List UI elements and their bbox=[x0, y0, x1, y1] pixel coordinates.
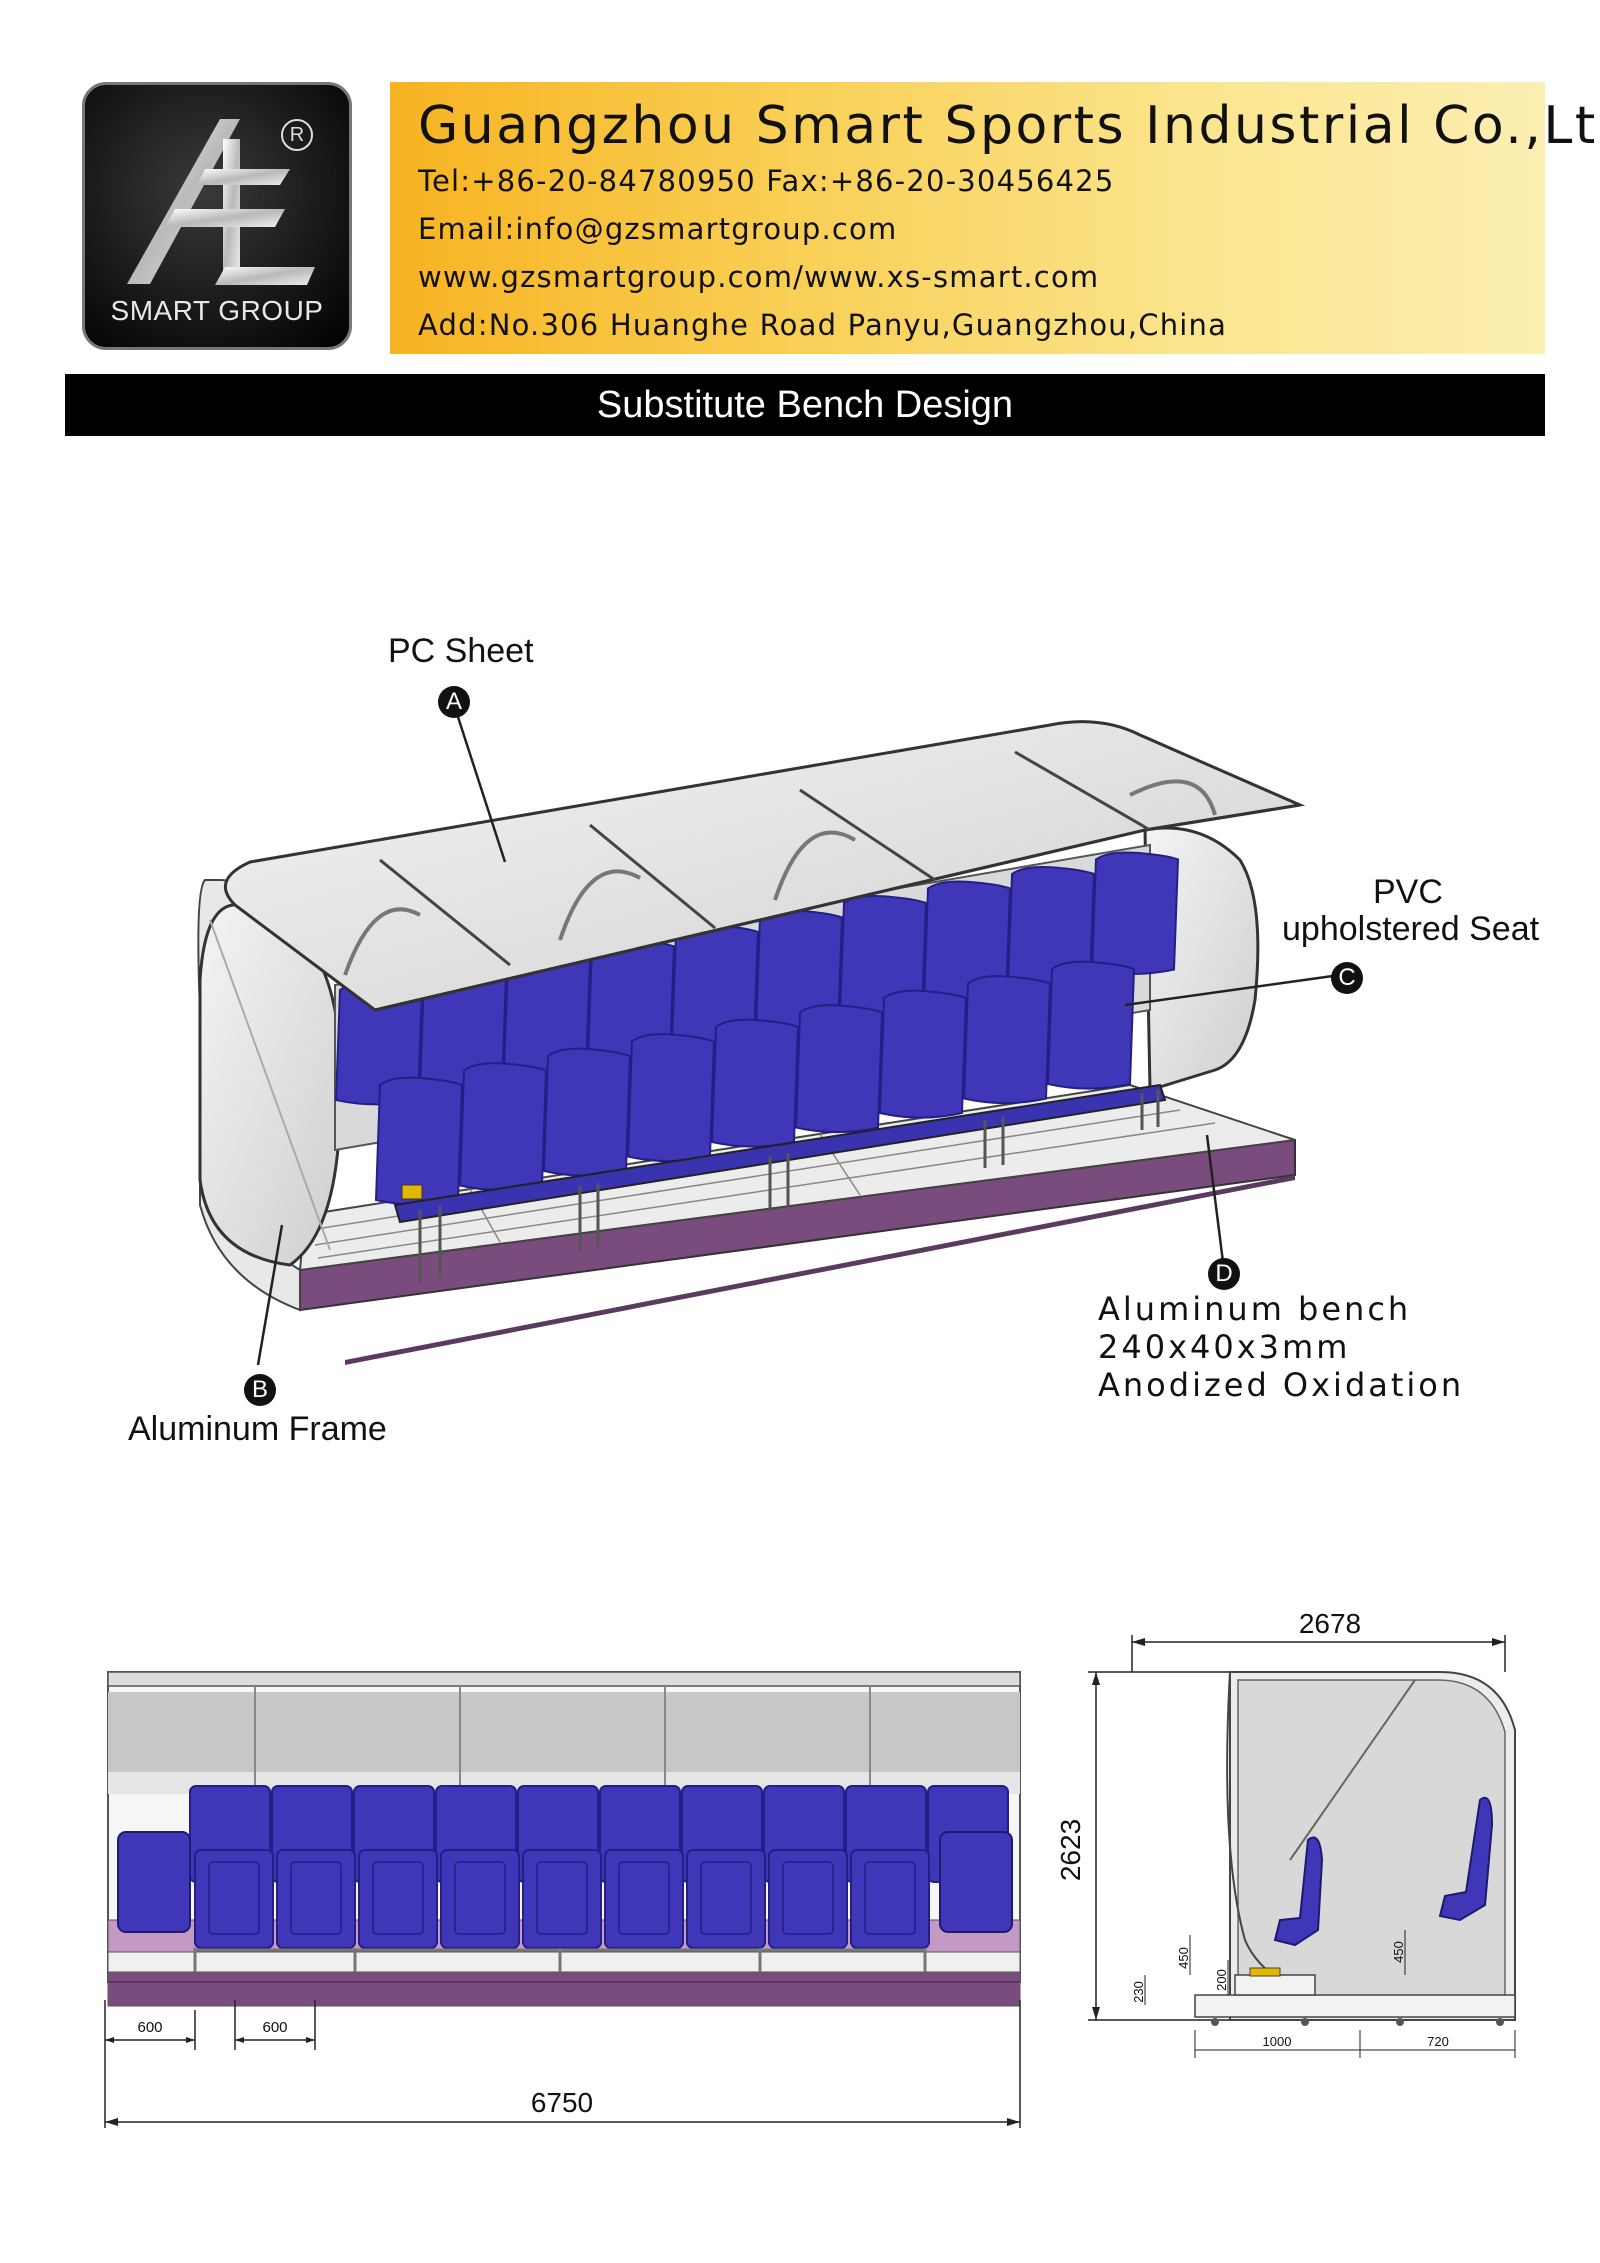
company-info-panel: Guangzhou Smart Sports Industrial Co.,Lt… bbox=[390, 82, 1600, 354]
callout-a-badge: A bbox=[438, 686, 470, 718]
company-address: Add:No.306 Huanghe Road Panyu,Guangzhou,… bbox=[418, 308, 1228, 342]
front-dim-total: 6750 bbox=[531, 2087, 593, 2118]
front-seat bbox=[522, 1849, 602, 1949]
front-seat bbox=[850, 1849, 930, 1949]
callout-d-label-1: Aluminum bench bbox=[1098, 1290, 1412, 1328]
callout-b-badge: B bbox=[244, 1374, 276, 1406]
registered-mark: R bbox=[281, 119, 313, 151]
seat-shell bbox=[1046, 960, 1136, 1090]
callout-c-label-2: upholstered Seat bbox=[1282, 910, 1540, 948]
callout-d-badge: D bbox=[1208, 1258, 1240, 1290]
side-dim-step: 200 bbox=[1214, 1969, 1229, 1991]
side-dim-height: 2623 bbox=[1060, 1819, 1086, 1881]
front-seat-panel bbox=[454, 1861, 506, 1935]
company-website: www.gzsmartgroup.com/www.xs-smart.com bbox=[418, 260, 1100, 294]
callout-d-label-2: 240x40x3mm bbox=[1098, 1328, 1351, 1366]
front-seat-panel bbox=[208, 1861, 260, 1935]
front-seat bbox=[276, 1849, 356, 1949]
front-seat-row bbox=[374, 960, 1136, 1206]
front-seat-panel bbox=[536, 1861, 588, 1935]
front-dim-seat-1: 600 bbox=[137, 2019, 162, 2036]
logo-caption: SMART GROUP bbox=[110, 295, 324, 326]
side-dim-base: 230 bbox=[1131, 1981, 1146, 2003]
front-seat-panel bbox=[618, 1861, 670, 1935]
callout-a-label: PC Sheet bbox=[388, 632, 534, 670]
seat-shell bbox=[1090, 851, 1180, 975]
side-dim-seat-height-front: 450 bbox=[1391, 1941, 1406, 1963]
company-tel-fax: Tel:+86-20-84780950 Fax:+86-20-30456425 bbox=[418, 164, 1115, 198]
company-logo: R SMART GROUP bbox=[82, 82, 352, 350]
callout-c-badge: C bbox=[1331, 962, 1363, 994]
side-dim-front-depth: 720 bbox=[1427, 2034, 1449, 2049]
seat-shell bbox=[626, 1033, 716, 1163]
front-view-drawing: 6750 600 600 bbox=[104, 1671, 1021, 2128]
company-email: Email:info@gzsmartgroup.com bbox=[418, 212, 898, 246]
seat-shell bbox=[878, 989, 968, 1119]
front-dim-seat-2: 600 bbox=[262, 2019, 287, 2036]
seat-shell bbox=[794, 1004, 884, 1134]
front-seat-panel bbox=[700, 1861, 752, 1935]
callout-c-label-1: PVC bbox=[1373, 873, 1443, 911]
front-seat bbox=[358, 1849, 438, 1949]
bench-isometric-drawing bbox=[197, 716, 1341, 1366]
seat-shell bbox=[962, 975, 1052, 1105]
seat-shell bbox=[542, 1047, 632, 1177]
side-view-drawing: 2678 2623 450 450 200 230 1000 720 bbox=[1060, 1608, 1516, 2058]
company-name: Guangzhou Smart Sports Industrial Co.,Lt… bbox=[418, 96, 1600, 156]
front-seat-panel bbox=[290, 1861, 342, 1935]
page-title: Substitute Bench Design bbox=[65, 374, 1545, 436]
callout-b-label: Aluminum Frame bbox=[128, 1410, 387, 1448]
seat-shell bbox=[458, 1062, 548, 1192]
callout-d-label-3: Anodized Oxidation bbox=[1098, 1366, 1465, 1404]
side-dim-rear-depth: 1000 bbox=[1263, 2034, 1292, 2049]
seat-shell bbox=[710, 1018, 800, 1148]
front-seat-panel bbox=[782, 1861, 834, 1935]
front-bench-beam bbox=[393, 1083, 1167, 1282]
logo-mark-icon bbox=[127, 119, 315, 285]
front-seat bbox=[604, 1849, 684, 1949]
side-dim-width: 2678 bbox=[1299, 1608, 1361, 1639]
pc-sheet-roof bbox=[224, 720, 1306, 1012]
front-seat-panel bbox=[864, 1861, 916, 1935]
front-seat-panel bbox=[372, 1861, 424, 1935]
callout-leaders bbox=[256, 716, 1341, 1366]
side-dim-seat-height-rear: 450 bbox=[1176, 1947, 1191, 1969]
front-seat bbox=[686, 1849, 766, 1949]
front-seat bbox=[194, 1849, 274, 1949]
front-seat bbox=[768, 1849, 848, 1949]
front-seat bbox=[440, 1849, 520, 1949]
